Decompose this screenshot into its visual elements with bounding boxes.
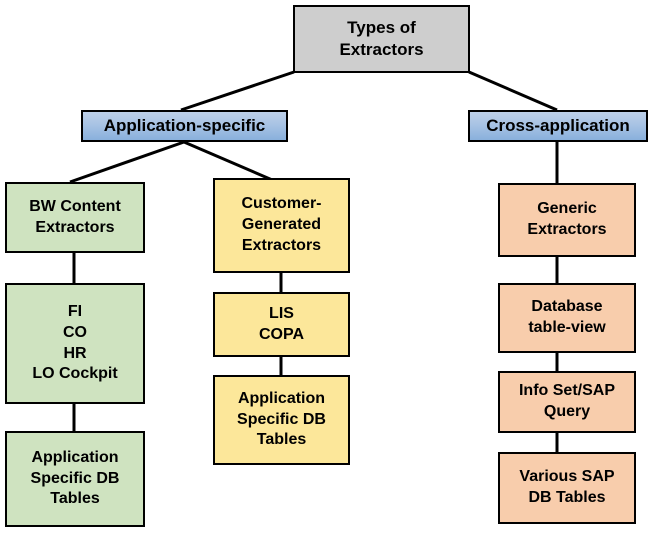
connector-root-to-application-specific (180, 70, 295, 112)
node-customer-generated-extractors[interactable]: Customer- Generated Extractors (213, 178, 350, 273)
node-line: Application-specific (103, 115, 266, 135)
node-line: LIS (269, 304, 294, 322)
node-line: CO (63, 323, 87, 341)
node-line: Extractors (339, 40, 424, 59)
node-line: Generic (537, 200, 597, 218)
connector-appspec-to-bw-content (69, 140, 185, 184)
node-various-sap-db-tables[interactable]: Various SAP DB Tables (498, 452, 636, 524)
node-line: Customer- (241, 195, 322, 213)
node-line: COPA (258, 325, 305, 343)
node-line: BW Content (29, 197, 121, 215)
node-line: DB Tables (528, 489, 606, 506)
node-line: Application (237, 389, 326, 407)
node-line: table-view (528, 319, 606, 336)
node-customer-generated-db-tables[interactable]: Application Specific DB Tables (213, 375, 350, 465)
node-line: Tables (50, 490, 100, 508)
node-line: FI (67, 302, 83, 320)
node-line: Types of (347, 17, 416, 37)
node-line: Extractors (35, 218, 115, 236)
node-line: HR (63, 344, 87, 362)
node-line: Query (543, 403, 591, 420)
node-line: Extractors (241, 236, 322, 254)
node-application-specific[interactable]: Application-specific (81, 110, 288, 142)
node-bw-content-db-tables[interactable]: Application Specific DB Tables (5, 431, 145, 527)
node-line: Tables (256, 431, 307, 449)
node-lis-copa[interactable]: LIS COPA (213, 292, 350, 357)
node-cross-application[interactable]: Cross-application (468, 110, 648, 142)
node-line: LO Cockpit (32, 365, 118, 383)
node-info-set-sap-query[interactable]: Info Set/SAP Query (498, 371, 636, 433)
node-generic-extractors[interactable]: Generic Extractors (498, 183, 636, 257)
node-line: Extractors (527, 221, 607, 238)
node-line: Database (531, 298, 603, 316)
node-line: Application (31, 448, 119, 466)
node-bw-content-extractors[interactable]: BW Content Extractors (5, 182, 145, 253)
connector-root-to-cross-application (468, 70, 558, 112)
node-line: Info Set/SAP (518, 382, 615, 400)
node-line: Various SAP (519, 468, 615, 486)
node-database-table-view[interactable]: Database table-view (498, 283, 636, 353)
node-line: Generated (241, 216, 322, 234)
node-bw-content-modules[interactable]: FI CO HR LO Cockpit (5, 283, 145, 404)
node-line: Specific DB (30, 469, 120, 487)
connector-appspec-to-customer-generated (183, 140, 278, 184)
node-types-of-extractors[interactable]: Types of Extractors (293, 5, 470, 73)
node-line: Specific DB (237, 410, 326, 428)
node-line: Cross-application (486, 115, 630, 135)
